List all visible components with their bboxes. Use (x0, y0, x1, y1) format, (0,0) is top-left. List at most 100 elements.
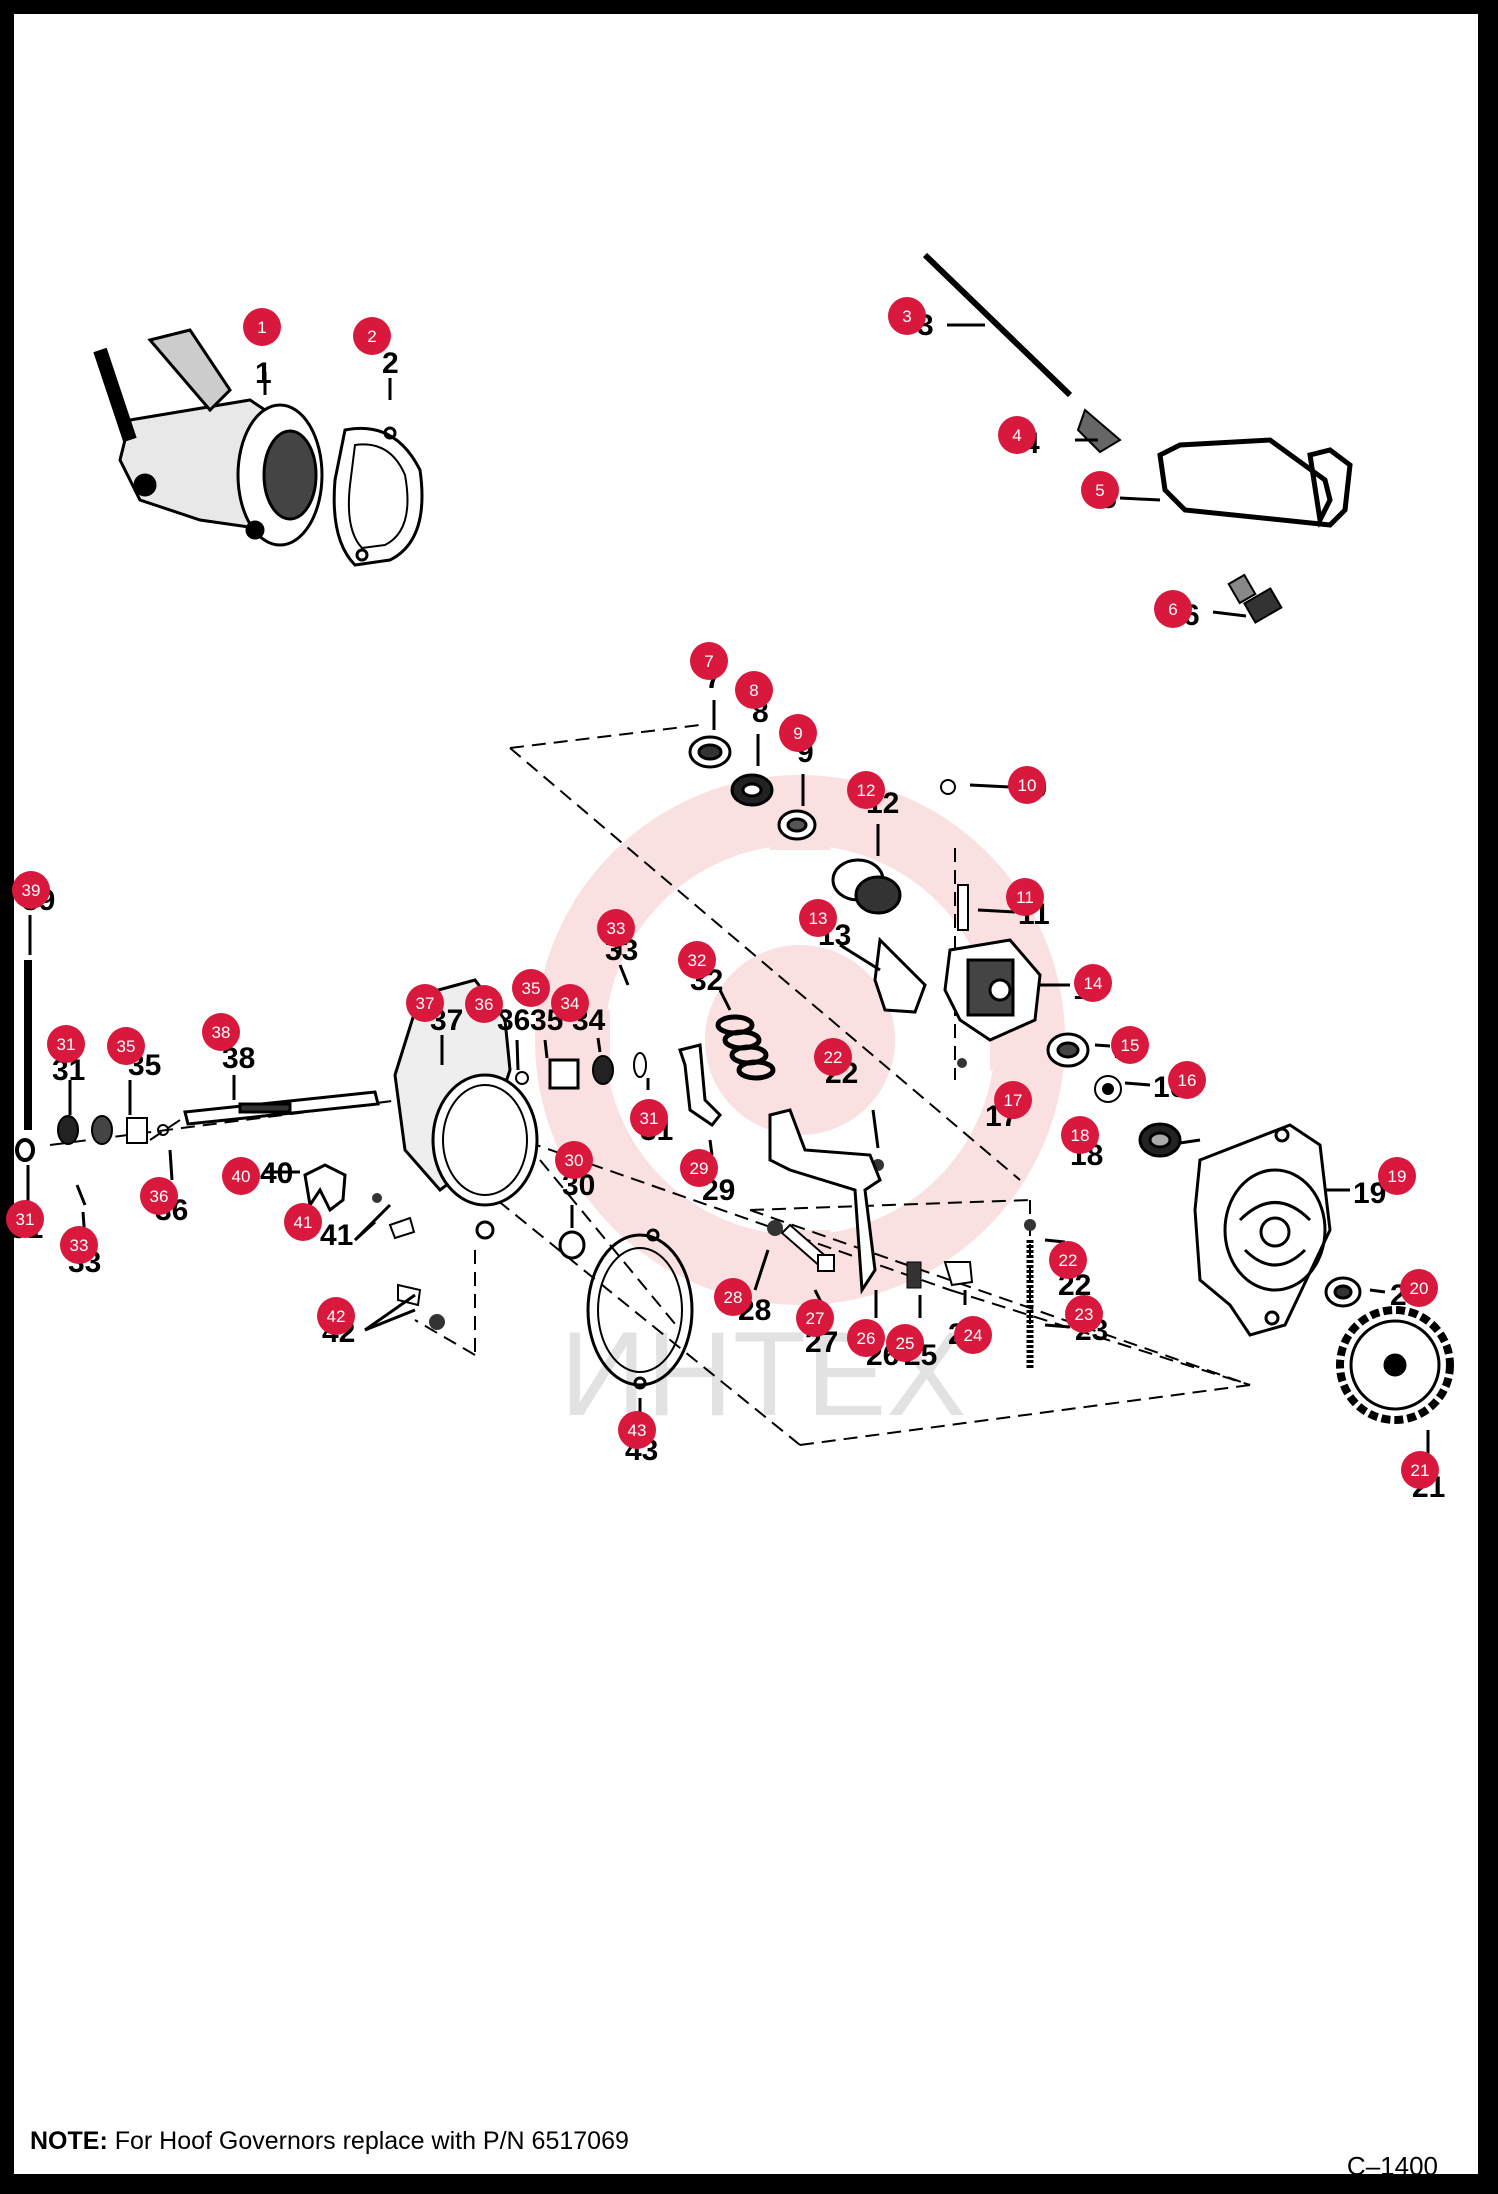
main-housing (393, 978, 539, 1240)
shift-fork (303, 1163, 347, 1213)
callout-badge-29[interactable]: 29 (680, 1149, 718, 1187)
callout-badge-31-lower[interactable]: 31 (6, 1200, 44, 1238)
callout-badge-22-lower[interactable]: 22 (1049, 1241, 1087, 1279)
svg-text:29: 29 (690, 1159, 709, 1178)
callout-badge-13[interactable]: 13 (799, 899, 837, 937)
callout-badge-24[interactable]: 24 (954, 1316, 992, 1354)
fork-screw-ball (372, 1193, 382, 1203)
callout-badge-38[interactable]: 38 (202, 1013, 240, 1051)
callout-badge-7[interactable]: 7 (690, 642, 728, 680)
callout-badge-5[interactable]: 5 (1081, 471, 1119, 509)
callout-badge-36-left[interactable]: 36 (140, 1177, 178, 1215)
callout-badge-14[interactable]: 14 (1074, 964, 1112, 1002)
callout-badge-42[interactable]: 42 (317, 1297, 355, 1335)
svg-text:27: 27 (806, 1309, 825, 1328)
callout-badge-11[interactable]: 11 (1006, 878, 1044, 916)
svg-text:31: 31 (16, 1210, 35, 1229)
svg-text:16: 16 (1178, 1071, 1197, 1090)
callout-badge-39[interactable]: 39 (12, 871, 50, 909)
coil-spring-32 (715, 1014, 776, 1081)
svg-text:13: 13 (809, 909, 828, 928)
callout-badge-15[interactable]: 15 (1111, 1026, 1149, 1064)
svg-text:36: 36 (150, 1187, 169, 1206)
svg-text:2: 2 (367, 327, 376, 346)
svg-text:33: 33 (607, 919, 626, 938)
callout-badge-33-upper[interactable]: 33 (597, 909, 635, 947)
svg-text:3: 3 (902, 307, 911, 326)
watermark-logo (535, 775, 1065, 1305)
svg-text:5: 5 (1095, 481, 1104, 500)
callout-badge-35-mid[interactable]: 35 (512, 969, 550, 1007)
callout-badge-33-lower[interactable]: 33 (60, 1226, 98, 1264)
adjust-screw (943, 1261, 974, 1287)
callout-badge-16[interactable]: 16 (1168, 1061, 1206, 1099)
callout-badge-37[interactable]: 37 (406, 984, 444, 1022)
leader-lines (26, 323, 1430, 1455)
label-36-mid: 36 (497, 1004, 530, 1037)
svg-text:14: 14 (1084, 974, 1103, 993)
spring-34 (592, 1055, 614, 1085)
svg-text:6: 6 (1168, 600, 1177, 619)
callout-badge-34[interactable]: 34 (551, 984, 589, 1022)
callout-badge-17[interactable]: 17 (994, 1081, 1032, 1119)
callout-badge-9[interactable]: 9 (779, 714, 817, 752)
washers-and-bearings (688, 735, 1362, 1308)
small-ring (940, 779, 956, 795)
svg-text:43: 43 (628, 1421, 647, 1440)
callout-badge-20[interactable]: 20 (1400, 1269, 1438, 1307)
callout-badge-27[interactable]: 27 (796, 1299, 834, 1337)
label-1: 1 (255, 357, 272, 390)
bushing-30 (558, 1230, 586, 1260)
callout-badge-31-mid[interactable]: 31 (630, 1099, 668, 1137)
weight-carrier (943, 938, 1042, 1042)
callout-badge-22-upper[interactable]: 22 (814, 1038, 852, 1076)
small-gear (1094, 1075, 1122, 1103)
callout-badge-19[interactable]: 19 (1378, 1157, 1416, 1195)
pin-33-upper (618, 964, 630, 986)
callout-badge-36-mid[interactable]: 36 (465, 985, 503, 1023)
callout-badge-31-left[interactable]: 31 (47, 1025, 85, 1063)
callout-badge-2[interactable]: 2 (353, 317, 391, 355)
vertical-rod (15, 960, 35, 1162)
callout-badge-10[interactable]: 10 (1008, 766, 1046, 804)
svg-text:37: 37 (416, 994, 435, 1013)
callout-badge-1[interactable]: 1 (243, 308, 281, 346)
svg-text:4: 4 (1012, 426, 1021, 445)
governor-housing (93, 328, 324, 547)
svg-text:30: 30 (565, 1151, 584, 1170)
svg-text:10: 10 (1018, 776, 1037, 795)
nut-28 (767, 1220, 783, 1236)
callout-badge-23[interactable]: 23 (1065, 1295, 1103, 1333)
nut-42 (429, 1314, 445, 1330)
callout-badge-6[interactable]: 6 (1154, 590, 1192, 628)
bolt-27 (780, 1223, 835, 1272)
callout-badge-30[interactable]: 30 (555, 1141, 593, 1179)
callout-badge-4[interactable]: 4 (998, 416, 1036, 454)
callout-badge-8[interactable]: 8 (735, 671, 773, 709)
note-prefix: NOTE: (30, 2127, 108, 2155)
svg-text:22: 22 (1059, 1251, 1078, 1270)
callout-badge-12[interactable]: 12 (847, 771, 885, 809)
lever-plate (873, 936, 927, 1014)
svg-text:20: 20 (1410, 1279, 1429, 1298)
callout-badge-35-left[interactable]: 35 (107, 1027, 145, 1065)
svg-text:34: 34 (561, 994, 580, 1013)
callout-badge-21[interactable]: 21 (1401, 1451, 1439, 1489)
svg-text:36: 36 (475, 995, 494, 1014)
callout-badge-43[interactable]: 43 (618, 1411, 656, 1449)
spring-35-left (91, 1115, 113, 1145)
callout-badge-25[interactable]: 25 (886, 1324, 924, 1362)
callout-badge-3[interactable]: 3 (888, 297, 926, 335)
figure-code: C–1400 (1346, 2151, 1438, 2181)
clip-36 (515, 1071, 529, 1085)
callout-badge-28[interactable]: 28 (714, 1278, 752, 1316)
label-40: 40 (260, 1157, 293, 1190)
callout-badge-32[interactable]: 32 (678, 941, 716, 979)
svg-text:33: 33 (70, 1236, 89, 1255)
sleeve-35 (548, 1058, 580, 1090)
callout-badge-40[interactable]: 40 (222, 1157, 260, 1195)
callout-badge-26[interactable]: 26 (847, 1319, 885, 1357)
callout-badge-18[interactable]: 18 (1061, 1116, 1099, 1154)
callout-badge-41[interactable]: 41 (284, 1203, 322, 1241)
